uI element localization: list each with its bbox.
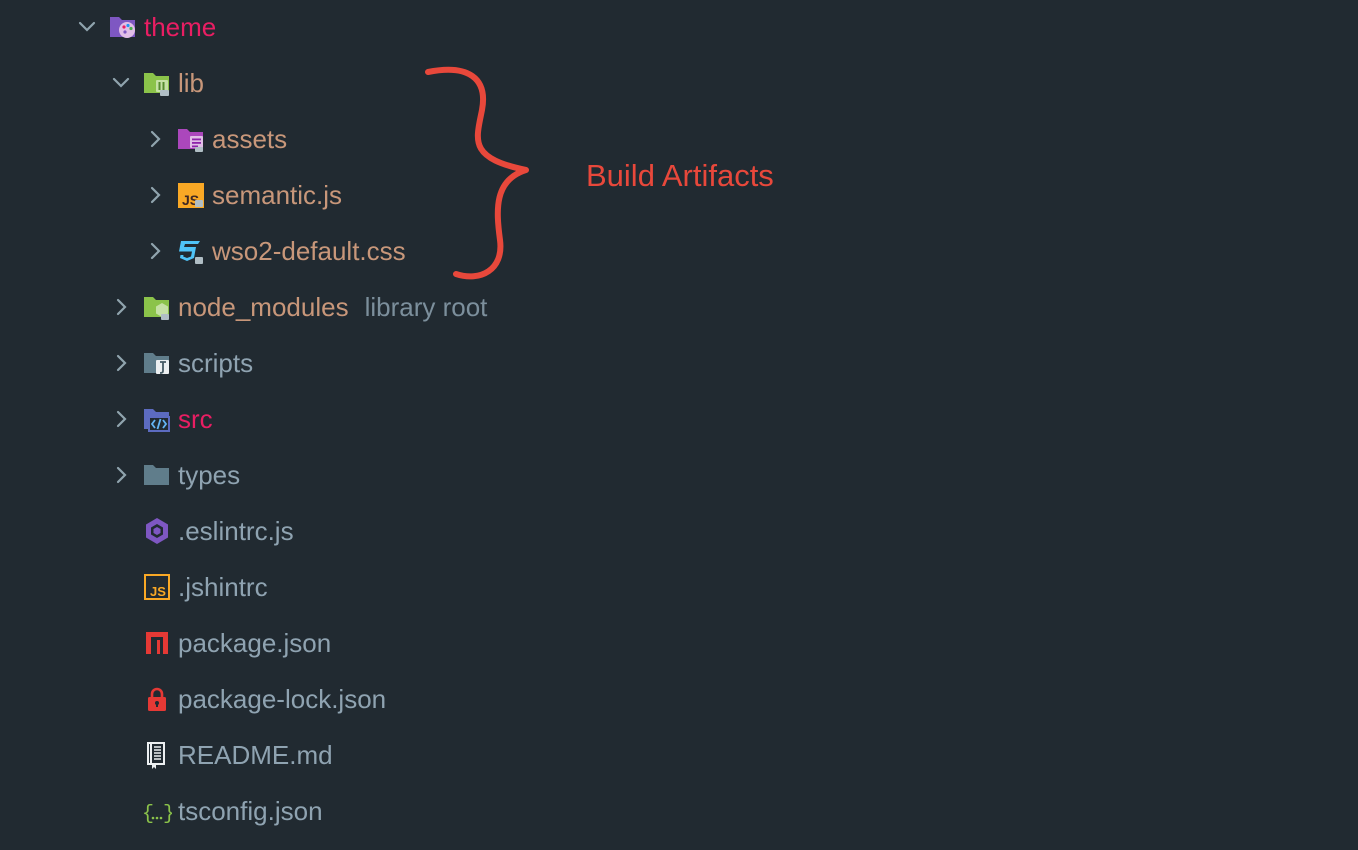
svg-text:JS: JS xyxy=(150,584,166,599)
javascript-file-icon: JS xyxy=(176,180,206,210)
tree-item-label: package.json xyxy=(178,628,332,658)
folder-lib-icon xyxy=(142,68,172,98)
tree-item-jshintrc[interactable]: JS .jshintrc xyxy=(108,567,268,607)
library-root-tag: library root xyxy=(364,292,488,322)
tree-item-label: semantic.js xyxy=(212,180,343,210)
jshint-icon: JS xyxy=(142,572,172,602)
tree-item-label: wso2-default.css xyxy=(212,236,406,266)
folder-theme-icon xyxy=(108,12,138,42)
folder-src-icon xyxy=(142,404,172,434)
tree-item-tsconfig[interactable]: { } tsconfig.json xyxy=(108,791,323,831)
tree-item-semantic-js[interactable]: JS semantic.js xyxy=(142,175,342,215)
tree-item-scripts[interactable]: scripts xyxy=(108,343,253,383)
svg-text:{: { xyxy=(142,803,154,826)
chevron-right-icon[interactable] xyxy=(108,350,134,376)
npm-icon xyxy=(142,628,172,658)
tree-item-theme[interactable]: theme xyxy=(74,7,216,47)
tree-item-label: lib xyxy=(178,68,205,98)
folder-icon xyxy=(142,460,172,490)
tree-item-label: node_modules xyxy=(178,292,349,322)
tree-item-eslintrc[interactable]: .eslintrc.js xyxy=(108,511,294,551)
css-file-icon xyxy=(176,236,206,266)
tree-item-label: .jshintrc xyxy=(178,572,268,602)
json-file-icon: { } xyxy=(142,796,172,826)
tree-item-label: theme xyxy=(144,12,217,42)
tree-item-lib[interactable]: lib xyxy=(108,63,204,103)
svg-text:}: } xyxy=(163,803,172,826)
tree-item-label: tsconfig.json xyxy=(178,796,323,826)
folder-node-icon xyxy=(142,292,172,322)
tree-item-label: types xyxy=(178,460,241,490)
chevron-right-icon[interactable] xyxy=(108,294,134,320)
chevron-right-icon[interactable] xyxy=(142,182,168,208)
chevron-down-icon[interactable] xyxy=(108,70,134,96)
chevron-right-icon[interactable] xyxy=(142,126,168,152)
chevron-right-icon[interactable] xyxy=(108,406,134,432)
chevron-down-icon[interactable] xyxy=(74,14,100,40)
chevron-right-icon[interactable] xyxy=(142,238,168,264)
folder-scripts-icon xyxy=(142,348,172,378)
curly-brace-annotation xyxy=(425,66,529,280)
readme-icon xyxy=(142,740,172,770)
tree-item-wso2-default-css[interactable]: wso2-default.css xyxy=(142,231,406,271)
tree-item-label: README.md xyxy=(178,740,333,770)
eslint-icon xyxy=(142,516,172,546)
tree-item-src[interactable]: src xyxy=(108,399,213,439)
lock-icon xyxy=(142,684,172,714)
folder-assets-icon xyxy=(176,124,206,154)
build-artifacts-annotation: Build Artifacts xyxy=(586,158,774,193)
svg-text:JS: JS xyxy=(182,192,199,208)
tree-item-label: assets xyxy=(212,124,288,154)
tree-item-types[interactable]: types xyxy=(108,455,240,495)
tree-item-label: scripts xyxy=(178,348,254,378)
chevron-right-icon[interactable] xyxy=(108,462,134,488)
tree-item-label: src xyxy=(178,404,213,434)
tree-item-node-modules[interactable]: node_modules library root xyxy=(108,287,487,327)
tree-item-assets[interactable]: assets xyxy=(142,119,287,159)
tree-item-label: package-lock.json xyxy=(178,684,387,714)
tree-item-package-lock-json[interactable]: package-lock.json xyxy=(108,679,386,719)
tree-item-label: .eslintrc.js xyxy=(178,516,294,546)
tree-item-package-json[interactable]: package.json xyxy=(108,623,331,663)
tree-item-readme[interactable]: README.md xyxy=(108,735,333,775)
